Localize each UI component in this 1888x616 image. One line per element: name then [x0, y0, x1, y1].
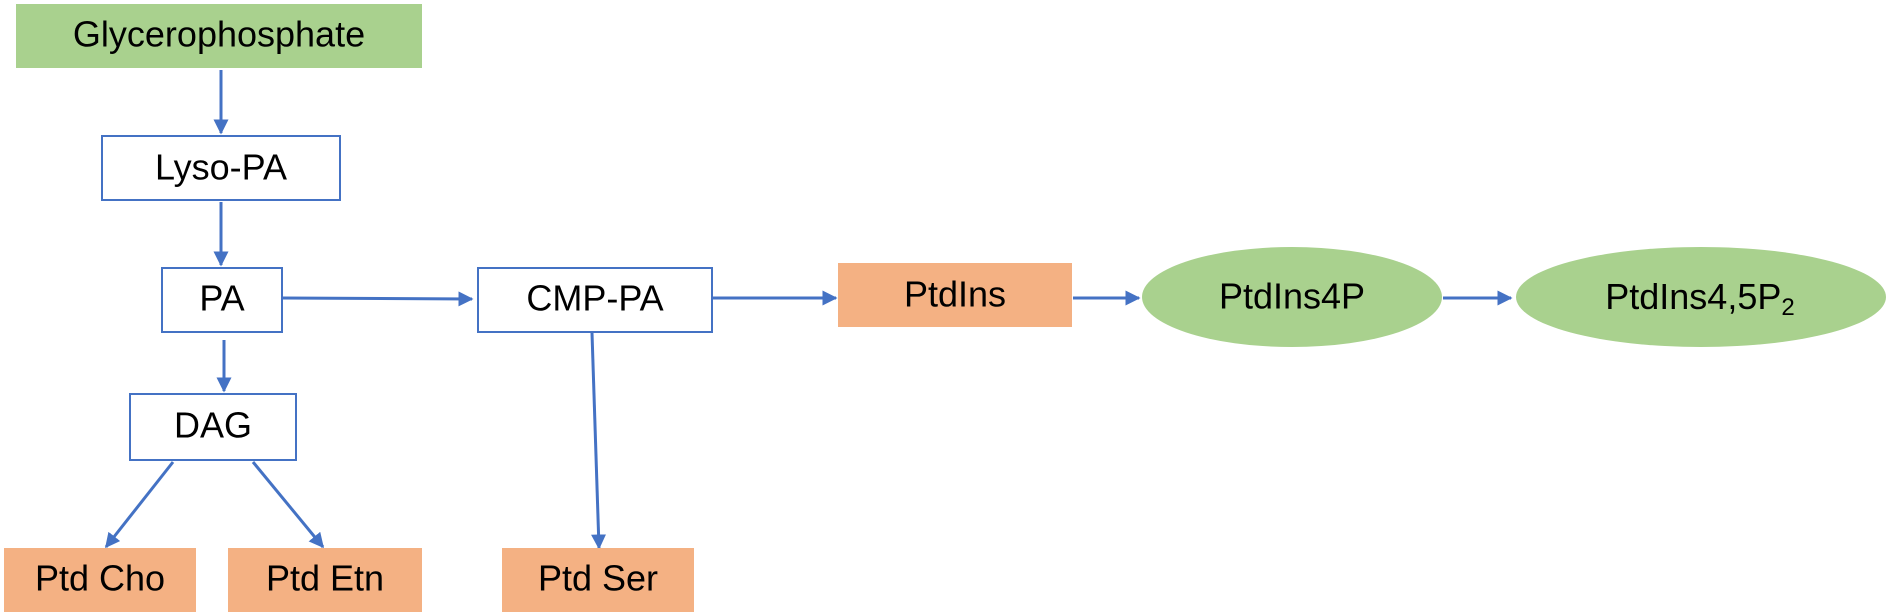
node-dag: DAG: [129, 393, 297, 461]
node-glycerophosphate: Glycerophosphate: [16, 4, 422, 68]
node-dag-label: DAG: [174, 405, 252, 446]
node-lyso-pa-box: [101, 135, 341, 201]
arrow-pa-to-cmp-pa: [282, 291, 474, 307]
arrows: [104, 70, 1513, 550]
node-ptdins45p2-label-subscript: 2: [1781, 294, 1794, 321]
node-lyso-pa-label: Lyso-PA: [155, 147, 287, 188]
node-glycerophosphate-label: Glycerophosphate: [73, 14, 365, 55]
node-pa: PA: [161, 267, 283, 333]
arrow-cmp-pa-to-ptd-ser: [590, 332, 607, 550]
node-pa-label: PA: [199, 278, 244, 319]
node-ptd-ser-box: [502, 548, 694, 612]
node-ptdins4p-ellipse: [1142, 247, 1442, 347]
node-ptd-cho-box: [4, 548, 196, 612]
node-lyso-pa: Lyso-PA: [101, 135, 341, 201]
node-ptd-cho: Ptd Cho: [4, 548, 196, 612]
node-ptdins: PtdIns: [838, 263, 1072, 327]
node-ptdins4p-label: PtdIns4P: [1219, 276, 1365, 317]
node-ptdins45p2-ellipse: [1516, 247, 1886, 347]
node-ptd-ser-label: Ptd Ser: [538, 558, 658, 599]
node-ptdins45p2-label: PtdIns4,5P2: [1605, 276, 1794, 322]
node-ptd-etn-box: [228, 548, 422, 612]
node-ptd-etn: Ptd Etn: [228, 548, 422, 612]
node-cmp-pa: CMP-PA: [477, 267, 713, 333]
node-ptdins45p2-label-base: PtdIns4,5P: [1605, 276, 1781, 317]
node-ptd-ser: Ptd Ser: [502, 548, 694, 612]
node-cmp-pa-label: CMP-PA: [526, 278, 663, 319]
node-cmp-pa-box: [477, 267, 713, 333]
node-pa-box: [161, 267, 283, 333]
node-glycerophosphate-box: [16, 4, 422, 68]
node-ptdins-box: [838, 263, 1072, 327]
node-ptdins4p: PtdIns4P: [1142, 247, 1442, 347]
node-dag-box: [129, 393, 297, 461]
node-ptdins45p2: PtdIns4,5P2: [1516, 247, 1886, 347]
arrow-dag-to-ptd-etn: [251, 461, 325, 549]
node-ptdins-label: PtdIns: [904, 274, 1006, 315]
arrow-dag-to-ptd-cho: [104, 461, 175, 549]
node-ptd-etn-label: Ptd Etn: [266, 558, 384, 599]
node-ptd-cho-label: Ptd Cho: [35, 558, 165, 599]
